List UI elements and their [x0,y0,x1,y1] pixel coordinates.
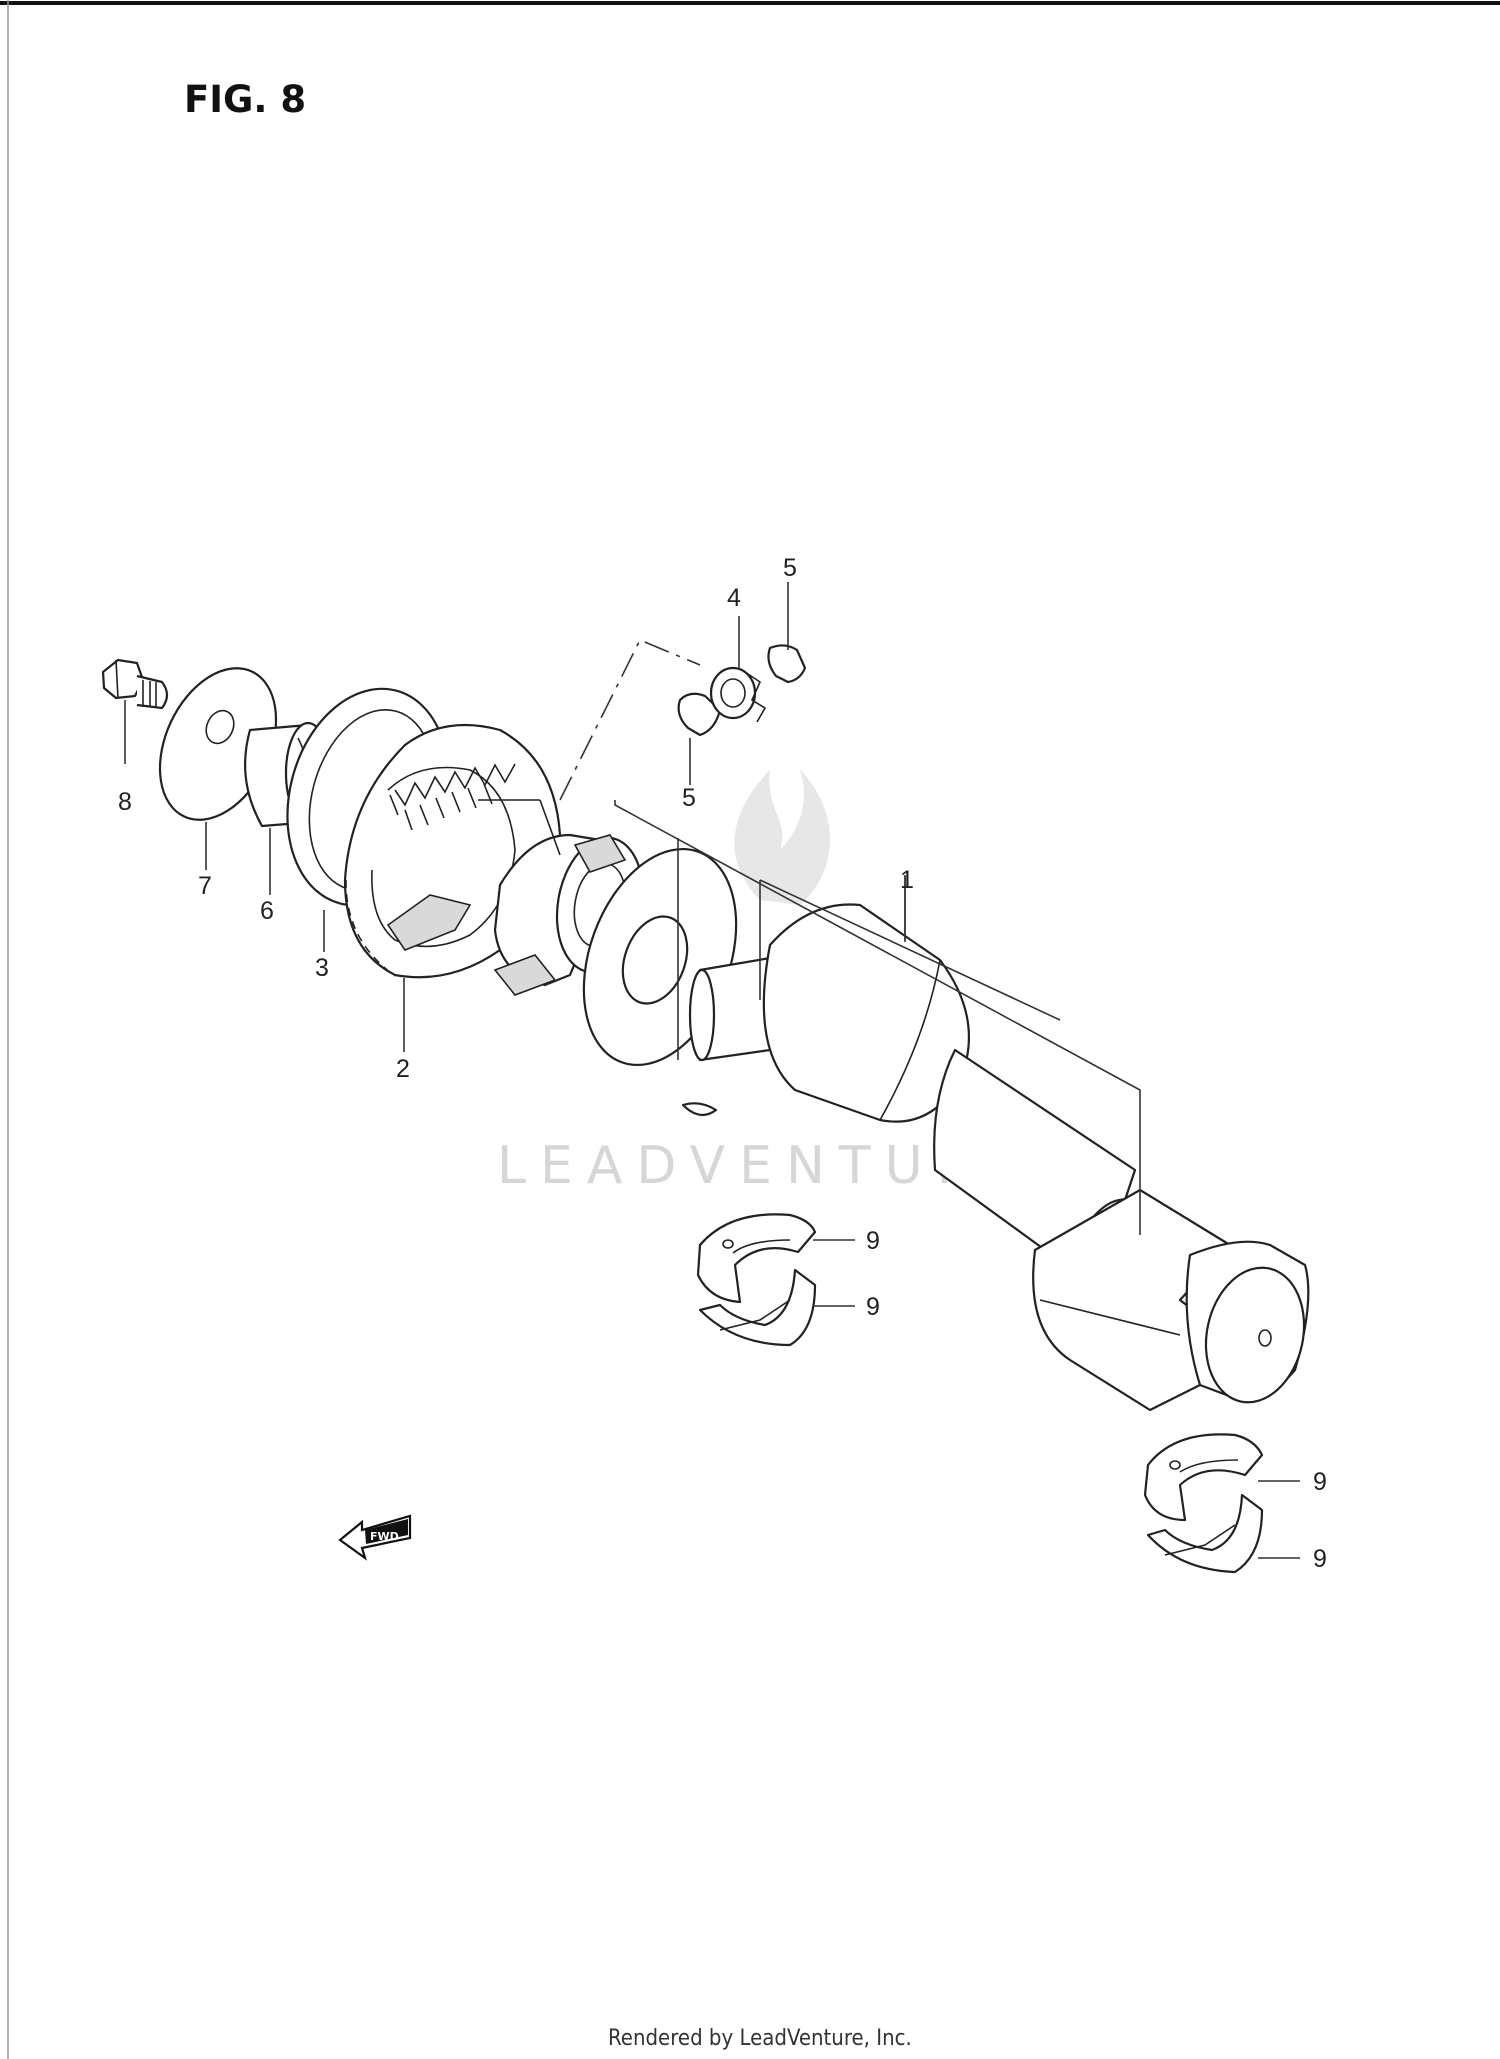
part-8-bolt [101,658,169,764]
fwd-label: FWD [370,1530,399,1543]
svg-text:LEADVENTURE: LEADVENTURE [497,1136,1034,1196]
leader-lines [559,638,1141,1235]
callout-9-d: 9 [1313,1545,1327,1573]
callout-5-bottom: 5 [682,784,696,812]
fwd-arrow-icon: FWD [338,1514,412,1561]
callout-9-b: 9 [866,1293,880,1321]
callout-6: 6 [260,897,274,925]
callout-1: 1 [900,866,914,894]
callout-3: 3 [315,954,329,982]
callout-8: 8 [118,788,132,816]
part-4-5-spring-pins [677,582,807,785]
callout-9-c: 9 [1313,1468,1327,1496]
credit-line: Rendered by LeadVenture, Inc. [608,2026,912,2051]
callout-7: 7 [198,872,212,900]
watermark: LEADVENTURE [497,770,1034,1196]
part-9-bearings-lower [1143,1433,1300,1574]
callout-2: 2 [396,1055,410,1083]
callout-4: 4 [727,584,741,612]
part-1-shift-shaft [681,903,1310,1412]
figure-title: FIG. 8 [184,78,306,121]
callout-9-a: 9 [866,1227,880,1255]
callout-5-top: 5 [783,554,797,582]
part-9-bearings-upper [696,1213,855,1347]
